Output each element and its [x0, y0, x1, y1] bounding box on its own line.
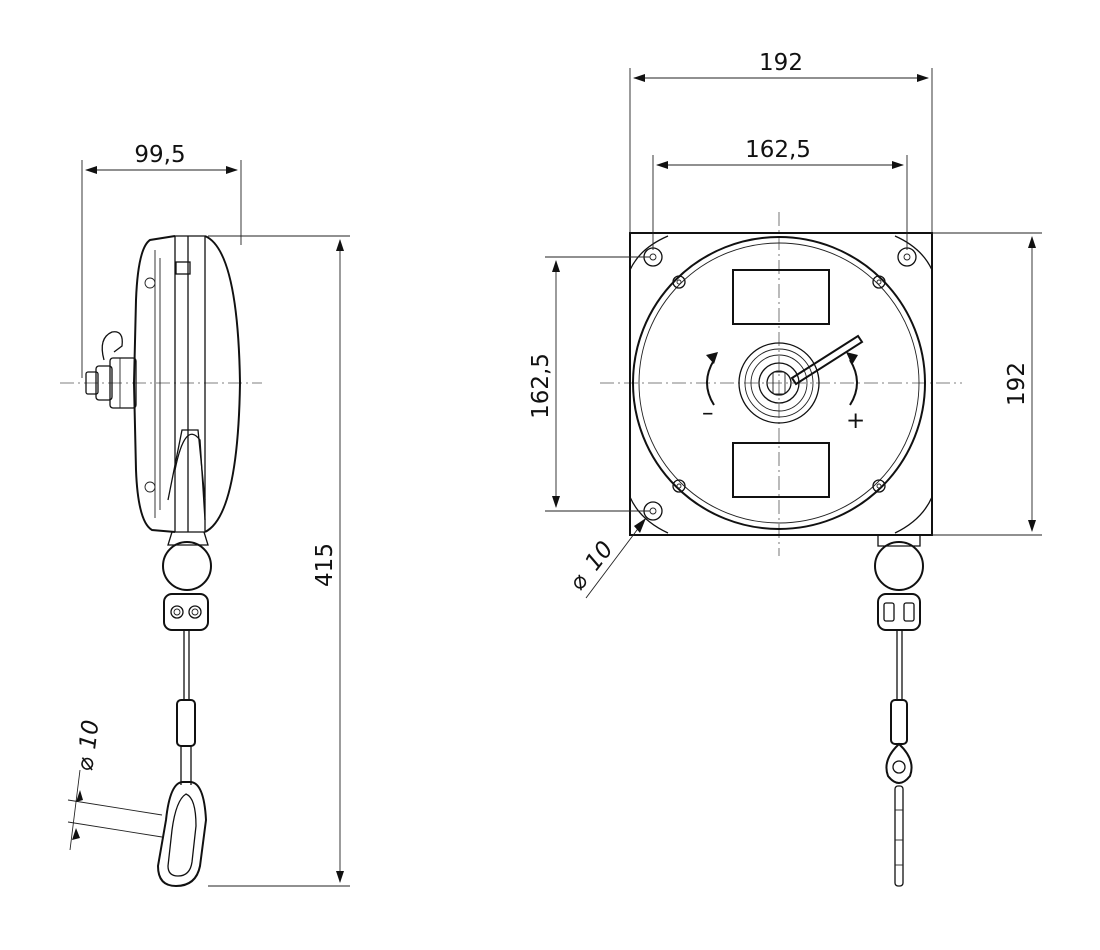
- front-cable-clamp: [877, 593, 921, 631]
- adjust-key: [790, 334, 864, 386]
- hook-diameter-label: 10: [75, 718, 104, 750]
- label-plate-top: [732, 269, 830, 325]
- front-width-outer-label: 192: [759, 50, 803, 76]
- hole-diameter-label: 10: [580, 537, 619, 576]
- overall-length-label: 415: [312, 543, 338, 587]
- side-width-label: 99,5: [134, 142, 185, 168]
- decrease-sign: –: [702, 400, 714, 426]
- front-housing: [629, 232, 933, 536]
- side-cable-clamp: [163, 593, 209, 631]
- front-height-holes-label: 162,5: [528, 353, 554, 419]
- increase-sign: +: [846, 408, 865, 434]
- front-cover: [632, 236, 926, 530]
- side-view: 99,5 415 ⌀ 10: [60, 142, 350, 888]
- front-view: – + 192 162,5 162,5: [528, 50, 1042, 887]
- front-height-outer-label: 192: [1004, 362, 1030, 406]
- front-ball-stopper: [874, 541, 924, 591]
- side-ball-stopper: [162, 541, 212, 591]
- label-plate-bottom: [732, 442, 830, 498]
- hook-diameter-symbol: ⌀: [72, 756, 100, 773]
- hole-diameter-symbol: ⌀: [564, 569, 593, 596]
- mount-hole-top-right: [897, 247, 917, 267]
- front-eyelet: [885, 742, 913, 784]
- side-body: [132, 235, 176, 533]
- front-width-holes-label: 162,5: [745, 137, 811, 163]
- side-snap-hook: [156, 781, 208, 888]
